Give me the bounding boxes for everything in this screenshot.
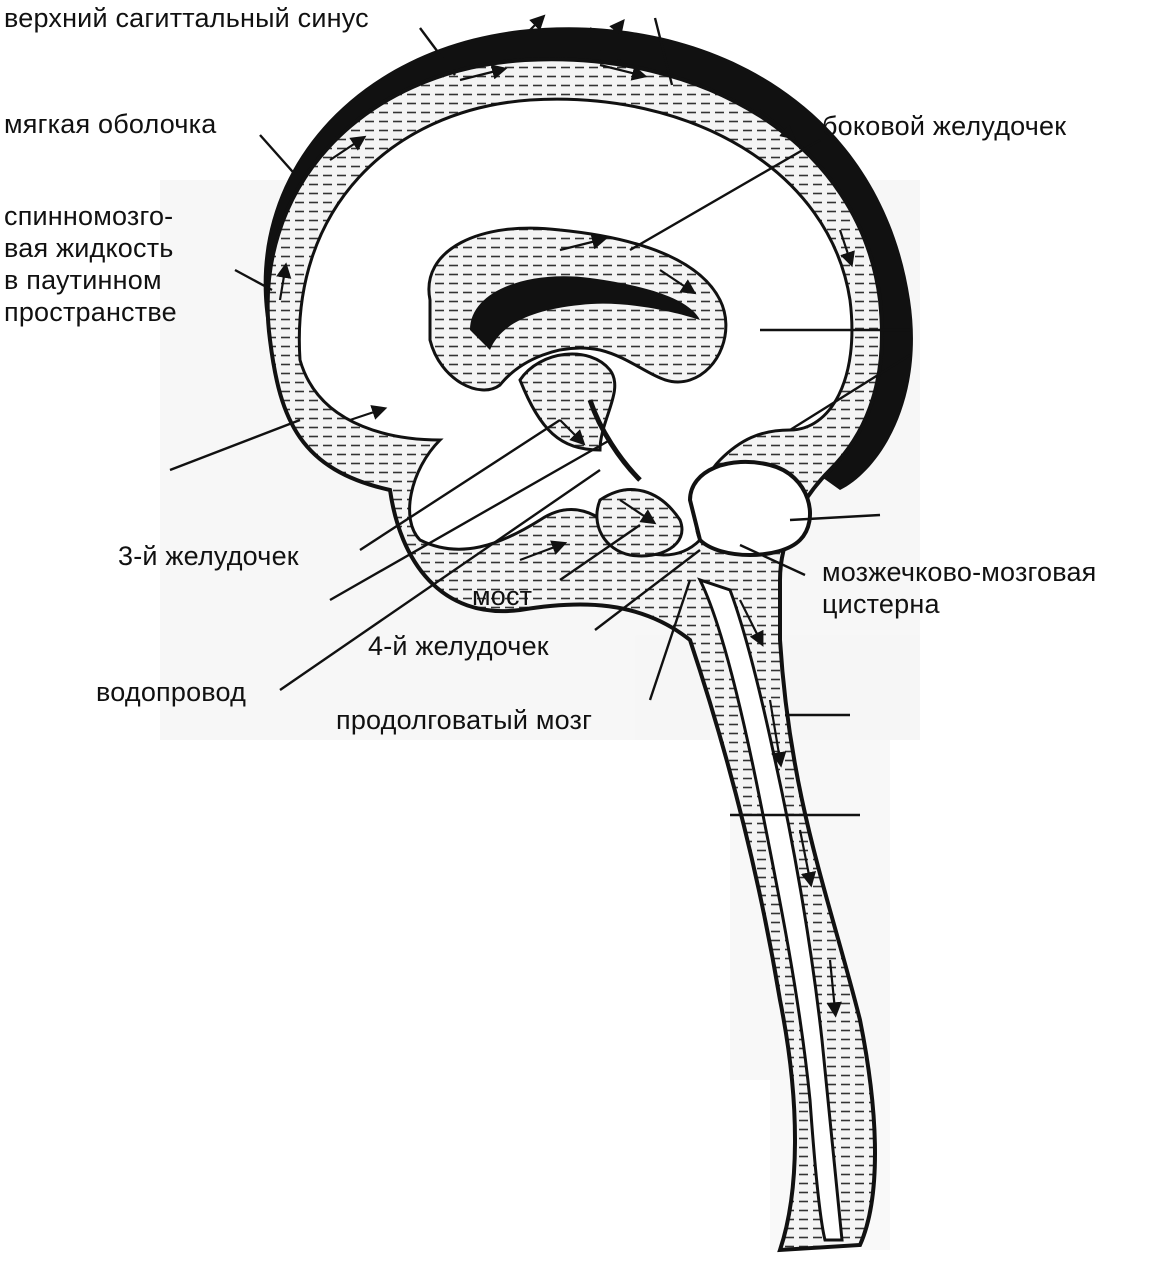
lateral-ventricle-shape <box>427 226 728 392</box>
label-cisterna-line1: мозжечково-мозговая <box>822 557 1097 587</box>
leader-lines <box>169 17 911 817</box>
label-cisterna-line2: цистерна <box>822 589 940 619</box>
label-csf-subarachnoid: спинномозго- вая жидкость в паутинном пр… <box>4 200 177 328</box>
label-csf-line3: в паутинном <box>4 265 162 295</box>
label-csf-line1: спинномозго- <box>4 201 174 231</box>
aqueduct-path <box>587 399 642 482</box>
label-csf-line4: пространстве <box>4 297 177 327</box>
corpus-callosum-dark <box>470 276 700 350</box>
cerebellum-shape <box>687 459 812 557</box>
label-lateral-ventricle: боковой желудочек <box>822 111 1067 141</box>
label-csf-line2: вая жидкость <box>4 233 174 263</box>
label-pia-mater: мягкая оболочка <box>4 109 217 139</box>
flow-arrows <box>276 14 855 1018</box>
label-cerebellomedullary-cistern: мозжечково-мозговая цистерна <box>822 556 1097 620</box>
label-superior-sagittal-sinus: верхний сагиттальный синус <box>4 3 369 33</box>
third-ventricle-shape <box>518 352 617 452</box>
label-aqueduct: водопровод <box>96 677 247 707</box>
label-pons: мост <box>472 581 533 611</box>
label-fourth-ventricle: 4-й желудочек <box>368 631 549 661</box>
label-third-ventricle: 3-й желудочек <box>118 541 299 571</box>
label-medulla: продолговатый мозг <box>336 705 593 735</box>
